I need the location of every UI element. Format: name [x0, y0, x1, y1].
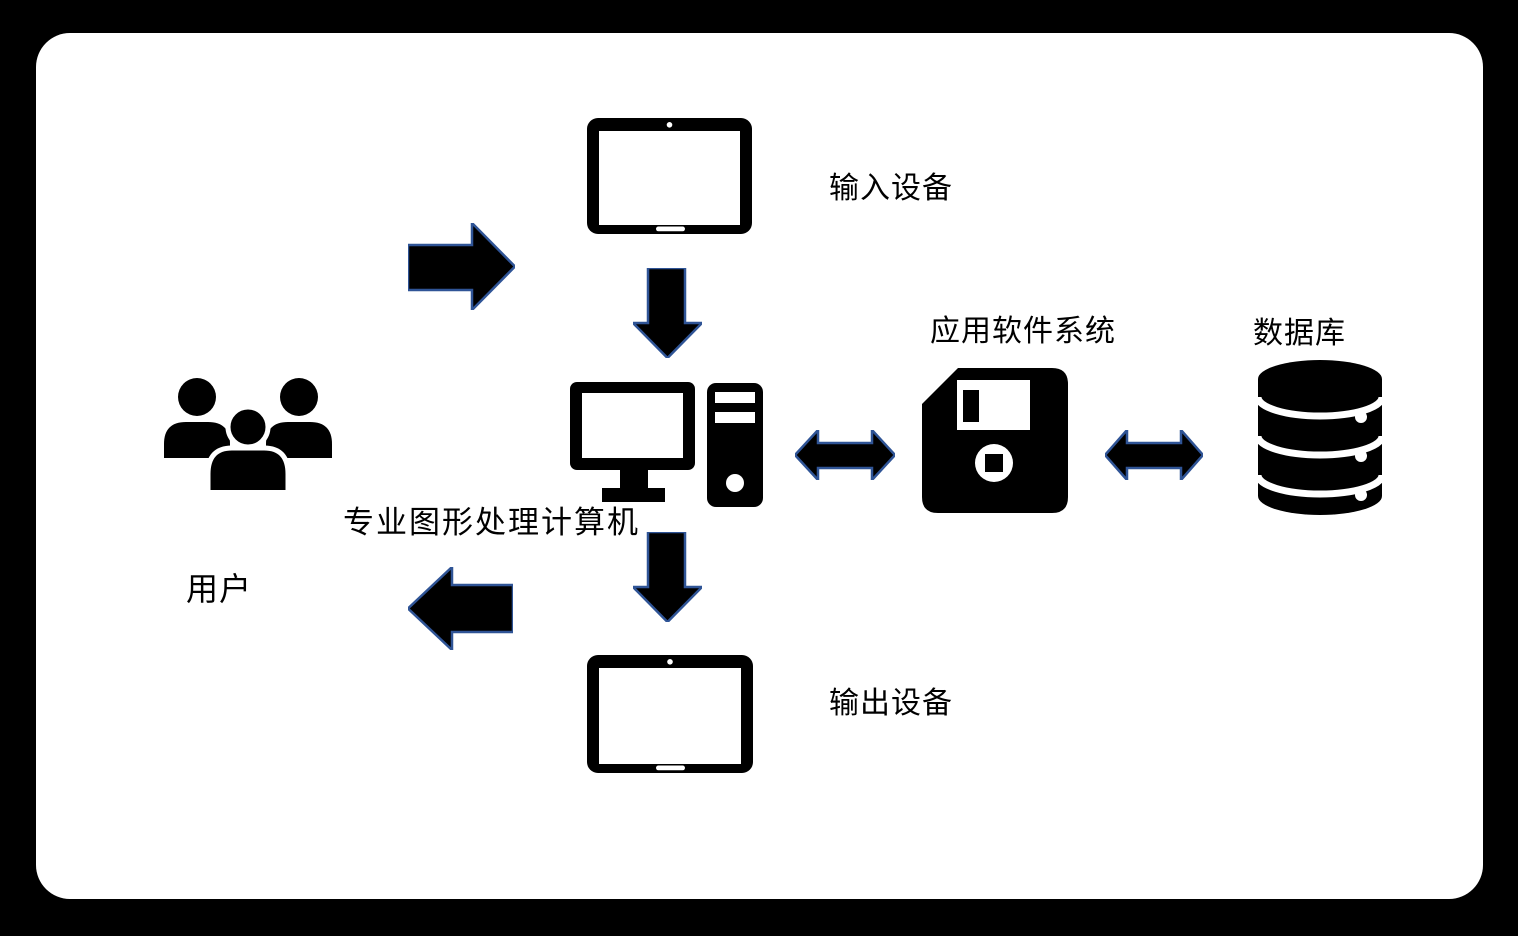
arrow-both-icon [795, 430, 895, 480]
floppy-disk-icon [922, 368, 1068, 513]
users-label: 用户 [186, 571, 253, 607]
arrow-down-icon [633, 268, 702, 358]
software-label: 应用软件系统 [930, 315, 1116, 348]
users-icon [158, 378, 338, 490]
output-device-label: 输出设备 [829, 687, 953, 720]
arrow-left-icon [408, 567, 513, 650]
desktop-computer-icon [570, 380, 765, 510]
computer-label: 专业图形处理计算机 [343, 505, 640, 540]
tablet-icon [587, 118, 752, 234]
tablet-icon [587, 655, 753, 773]
database-icon [1258, 360, 1382, 515]
arrow-both-icon [1105, 430, 1203, 480]
arrow-right-icon [408, 223, 515, 310]
arrow-down-icon [633, 532, 702, 622]
database-label: 数据库 [1253, 317, 1346, 350]
input-device-label: 输入设备 [829, 172, 953, 205]
